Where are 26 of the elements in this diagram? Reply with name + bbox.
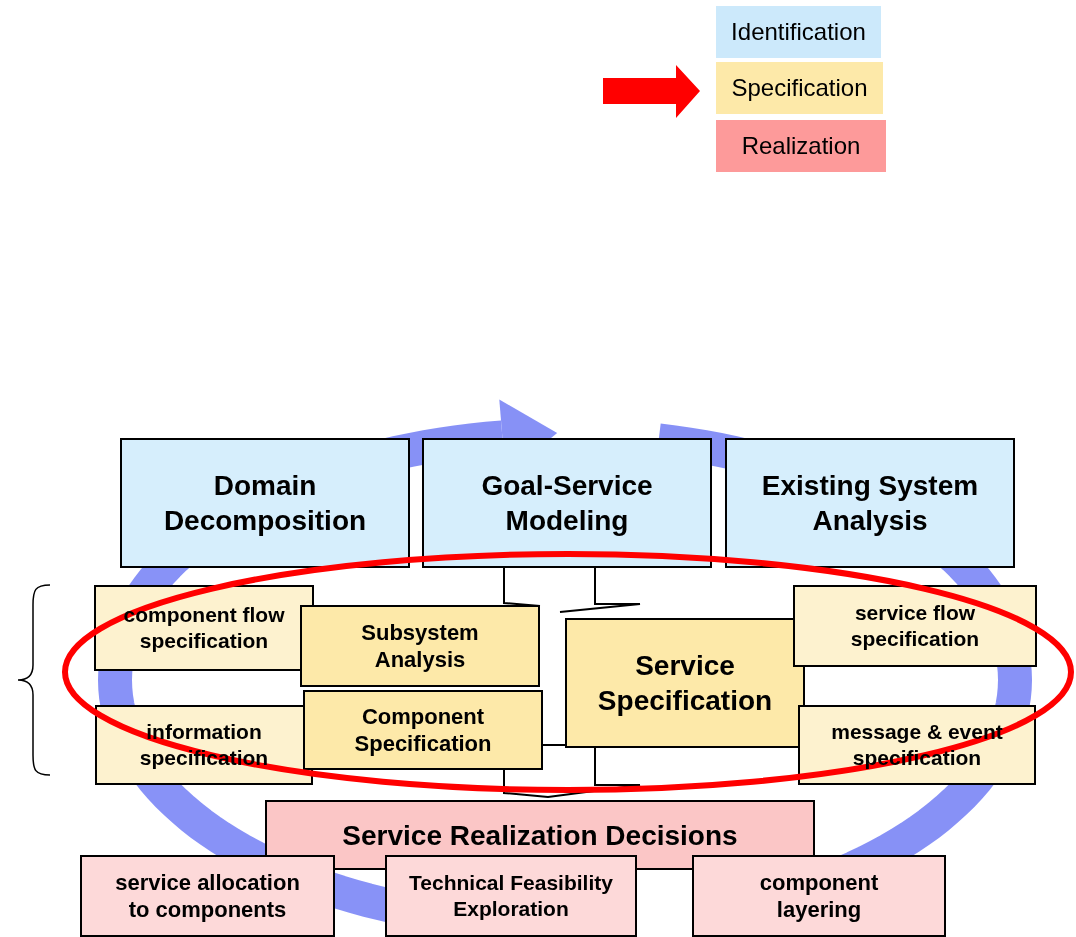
process-box xyxy=(120,438,410,568)
box-label: Service Realization Decisions xyxy=(342,818,738,853)
box-label: Service Specification xyxy=(596,649,774,718)
process-box xyxy=(692,855,946,937)
process-box xyxy=(94,585,314,671)
process-box xyxy=(422,438,712,568)
process-box xyxy=(565,618,805,748)
box-label: component layering xyxy=(758,868,880,924)
process-box xyxy=(725,438,1015,568)
box-label: Component Specification xyxy=(353,702,493,758)
legend-text: Realization xyxy=(741,131,861,161)
box-label: Technical Feasibility Exploration xyxy=(408,869,614,922)
process-box xyxy=(80,855,335,937)
process-box xyxy=(793,585,1037,667)
box-label: Subsystem Analysis xyxy=(360,618,480,674)
process-box xyxy=(300,605,540,687)
box-label: service allocation to components xyxy=(114,868,301,924)
process-box xyxy=(798,705,1036,785)
box-label: service flow specification xyxy=(849,599,981,652)
box-label: Goal-Service Modeling xyxy=(480,469,654,538)
process-box xyxy=(385,855,637,937)
box-label: Domain Decomposition xyxy=(162,469,368,538)
process-box xyxy=(303,690,543,770)
legend-text: Specification xyxy=(731,73,868,103)
box-label: Existing System Analysis xyxy=(760,469,980,538)
legend-text: Identification xyxy=(731,17,866,47)
